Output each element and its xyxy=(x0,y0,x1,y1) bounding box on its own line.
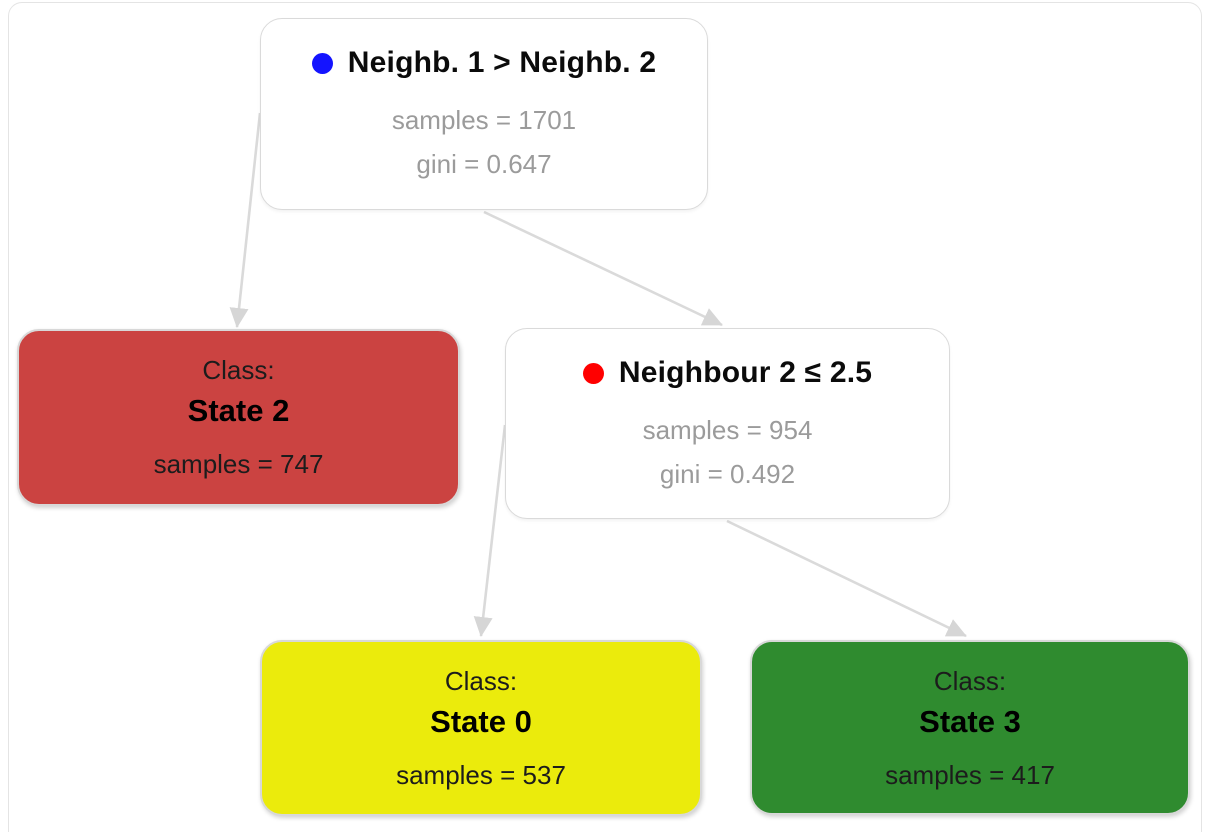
node-leaf-state0[interactable]: Class: State 0 samples = 537 xyxy=(260,640,702,816)
leaf-state0-samples-label: samples = 537 xyxy=(396,760,566,790)
split-gini-label: gini = 0.492 xyxy=(659,459,796,489)
split-condition-label: Neighbour 2 ≤ 2.5 xyxy=(618,356,873,389)
leaf-state0-class-name: State 0 xyxy=(430,704,532,739)
root-condition-row: Neighb. 1 > Neighb. 2 xyxy=(261,45,707,81)
leaf-state2-class-name: State 2 xyxy=(187,393,290,428)
node-leaf-state2[interactable]: Class: State 2 samples = 747 xyxy=(17,329,460,506)
leaf-state2-class-label: Class: xyxy=(202,355,275,385)
leaf-state0-class-label: Class: xyxy=(444,666,518,696)
leaf-state3-class-label: Class: xyxy=(933,666,1007,696)
split-samples-label: samples = 954 xyxy=(642,415,813,445)
node-split-decision[interactable]: Neighbour 2 ≤ 2.5 samples = 954 gini = 0… xyxy=(505,328,950,519)
leaf-state3-class-name: State 3 xyxy=(919,704,1021,739)
split-condition-row: Neighbour 2 ≤ 2.5 xyxy=(506,355,949,391)
blue-dot-icon xyxy=(311,52,333,74)
edge-split-to-state3 xyxy=(726,519,967,638)
edge-split-to-state0 xyxy=(473,424,507,637)
root-samples-label: samples = 1701 xyxy=(391,105,577,135)
node-root-decision[interactable]: Neighb. 1 > Neighb. 2 samples = 1701 gin… xyxy=(260,18,708,210)
node-leaf-state3[interactable]: Class: State 3 samples = 417 xyxy=(750,640,1190,815)
edge-root-to-split xyxy=(483,210,723,327)
red-dot-icon xyxy=(582,362,604,384)
root-gini-label: gini = 0.647 xyxy=(416,149,552,179)
leaf-state3-samples-label: samples = 417 xyxy=(885,760,1055,790)
leaf-state2-samples-label: samples = 747 xyxy=(153,449,324,479)
edge-root-to-state2 xyxy=(229,112,262,328)
root-condition-label: Neighb. 1 > Neighb. 2 xyxy=(347,46,657,79)
